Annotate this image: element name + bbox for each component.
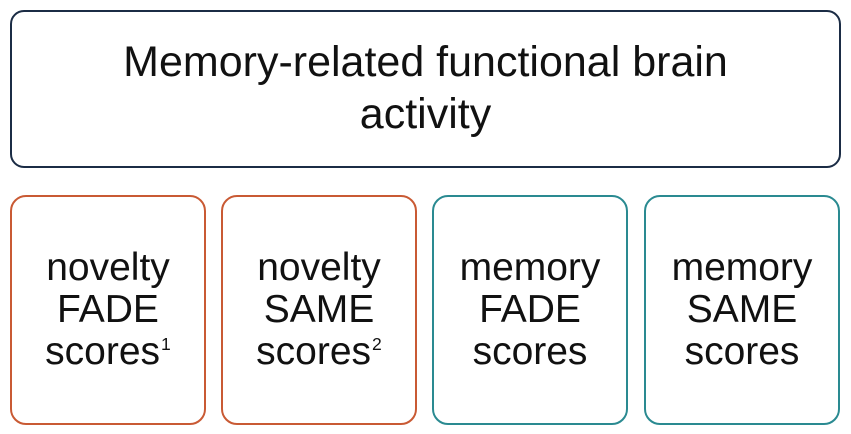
- card-novelty-fade: novelty FADE scores1: [10, 195, 206, 425]
- card-memory-same: memory SAME scores: [644, 195, 840, 425]
- card-text: memory FADE scores: [459, 245, 601, 374]
- card-line-1: novelty: [46, 245, 170, 289]
- header-box: Memory-related functional brain activity: [10, 10, 841, 168]
- card-novelty-same: novelty SAME scores2: [221, 195, 417, 425]
- card-line-3-text: scores: [45, 330, 161, 374]
- footnote-marker: 1: [161, 334, 171, 355]
- card-line-1: novelty: [257, 245, 381, 289]
- card-text: memory SAME scores: [671, 245, 813, 374]
- card-text: novelty FADE scores1: [45, 245, 171, 374]
- card-line-3: scores: [472, 330, 588, 374]
- card-memory-fade: memory FADE scores: [432, 195, 628, 425]
- card-line-3: scores: [684, 330, 800, 374]
- card-line-2: SAME: [686, 287, 798, 331]
- card-text: novelty SAME scores2: [256, 245, 382, 374]
- card-line-2: FADE: [479, 287, 581, 331]
- diagram-title: Memory-related functional brain activity: [123, 38, 728, 138]
- card-line-3-text: scores: [256, 330, 372, 374]
- card-line-1: memory: [671, 245, 813, 289]
- card-line-3: scores1: [45, 330, 171, 374]
- footnote-marker: 2: [372, 334, 382, 355]
- card-line-2: FADE: [57, 287, 159, 331]
- card-line-3: scores2: [256, 330, 382, 374]
- card-line-2: SAME: [263, 287, 375, 331]
- card-line-1: memory: [459, 245, 601, 289]
